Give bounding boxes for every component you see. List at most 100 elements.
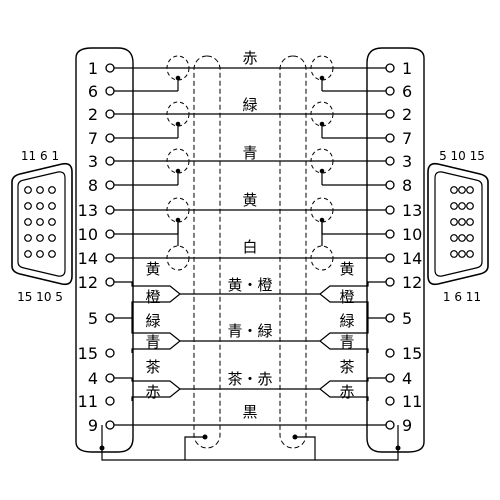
wire-color-label: 黄・橙 (227, 276, 272, 294)
ground-drain-wire (101, 448, 399, 461)
left-cable-shield (193, 55, 221, 449)
connector-hole (48, 218, 56, 226)
right-pin-number: 10 (402, 225, 422, 244)
shield-drain-right-dot (292, 434, 298, 440)
connector-hole (48, 186, 56, 194)
twisted-pair-right (319, 317, 386, 353)
left-pin-terminal (105, 86, 115, 96)
connector-hole (24, 250, 32, 258)
right-pin-terminal (385, 253, 395, 263)
wire-color-label: 白 (242, 238, 257, 256)
pair-label-top-left: 黄 (145, 260, 160, 278)
right-pin-number: 6 (402, 82, 412, 101)
right-pin-terminal (385, 420, 395, 430)
right-pin-number: 14 (402, 249, 422, 268)
connector-hole (458, 202, 466, 210)
connector-hole (450, 234, 458, 242)
wire-color-label: 黒 (242, 403, 257, 421)
connector-hole (458, 218, 466, 226)
left-pin-number: 9 (88, 416, 98, 435)
pair-labels: 黄 橙 緑 青 茶 赤 黄 橙 緑 青 茶 赤 (145, 260, 354, 401)
left-pin-number: 13 (78, 201, 98, 220)
connector-hole (450, 218, 458, 226)
right-pin-terminal (385, 373, 395, 383)
left-connector-holes (24, 186, 56, 258)
right-pin-number: 5 (402, 309, 412, 328)
right-pin-number: 11 (402, 392, 422, 411)
pair-label-top-right: 茶 (339, 358, 354, 376)
connector-hole (36, 202, 44, 210)
right-pin-terminal (385, 205, 395, 215)
right-pin-terminal (385, 277, 395, 287)
right-pin-terminal (385, 180, 395, 190)
shield-drain-left (184, 436, 205, 448)
connector-hole (458, 234, 466, 242)
left-pin-terminal (105, 133, 115, 143)
twisted-pair-left (114, 317, 181, 353)
right-connector-holes (450, 186, 474, 258)
pair-label-bottom-left: 橙 (145, 288, 160, 306)
connector-hole (24, 186, 32, 194)
twisted-pair-taps (114, 281, 386, 401)
connector-hole (458, 186, 466, 194)
right-pin-terminal (385, 86, 395, 96)
wire-color-label: 青・緑 (227, 322, 272, 340)
wire-color-label: 青 (242, 144, 257, 162)
right-pin-number: 9 (402, 416, 412, 435)
twisted-pair-right (319, 281, 386, 318)
right-pin-terminal (385, 396, 395, 406)
left-pin-terminal (105, 373, 115, 383)
right-pin-terminal (385, 156, 395, 166)
connector-hole (466, 234, 474, 242)
right-connector-bottom-pin-numbers: 1 6 11 (443, 290, 481, 304)
left-pin-terminal (105, 205, 115, 215)
ground-junction-right (395, 445, 401, 451)
left-pin-number: 12 (78, 273, 98, 292)
right-pin-terminal (385, 229, 395, 239)
left-pin-terminal (105, 63, 115, 73)
shield-junction-left (175, 75, 181, 81)
pair-label-bottom-right: 赤 (339, 383, 354, 401)
connector-hole (450, 250, 458, 258)
right-connector-top-pin-numbers: 5 10 15 (439, 149, 485, 163)
connector-hole (24, 234, 32, 242)
pair-label-top-left: 緑 (145, 312, 160, 330)
right-pin-terminal (385, 313, 395, 323)
shield-junction-right (319, 75, 325, 81)
wire-color-labels: 赤 緑 青 黄 白 黄・橙 青・緑 茶・赤 黒 (227, 49, 272, 421)
right-pin-number: 3 (402, 152, 412, 171)
right-pin-number: 2 (402, 105, 412, 124)
ground-junction-left (99, 445, 105, 451)
connector-hole (24, 218, 32, 226)
pair-label-bottom-left: 赤 (145, 383, 160, 401)
wire-color-label: 黄 (242, 191, 257, 209)
connector-hole (36, 218, 44, 226)
pair-label-bottom-right: 青 (339, 333, 354, 351)
connector-hole (48, 250, 56, 258)
left-pin-terminal (105, 348, 115, 358)
pair-label-top-left: 茶 (145, 358, 160, 376)
connector-hole (48, 234, 56, 242)
right-pin-terminal (385, 109, 395, 119)
left-pin-terminal (105, 156, 115, 166)
wire-color-label: 茶・赤 (227, 370, 272, 388)
left-pin-number: 7 (88, 129, 98, 148)
left-pin-number: 11 (78, 392, 98, 411)
pair-label-bottom-right: 橙 (339, 288, 354, 306)
twisted-pair-left (114, 281, 181, 318)
right-pin-number: 15 (402, 344, 422, 363)
wire-color-label: 緑 (242, 96, 257, 114)
right-connector-face-icon (427, 162, 489, 286)
right-cable-shield (279, 55, 307, 449)
wires (101, 67, 399, 448)
left-connector-top-pin-numbers: 11 6 1 (21, 149, 59, 163)
left-pin-number: 2 (88, 105, 98, 124)
connector-hole (36, 234, 44, 242)
right-pin-number: 1 (402, 59, 412, 78)
left-pin-number: 5 (88, 309, 98, 328)
right-pin-number: 12 (402, 273, 422, 292)
pair-label-bottom-left: 青 (145, 333, 160, 351)
right-pin-terminal (385, 63, 395, 73)
connector-hole (466, 202, 474, 210)
left-pin-terminal (105, 109, 115, 119)
